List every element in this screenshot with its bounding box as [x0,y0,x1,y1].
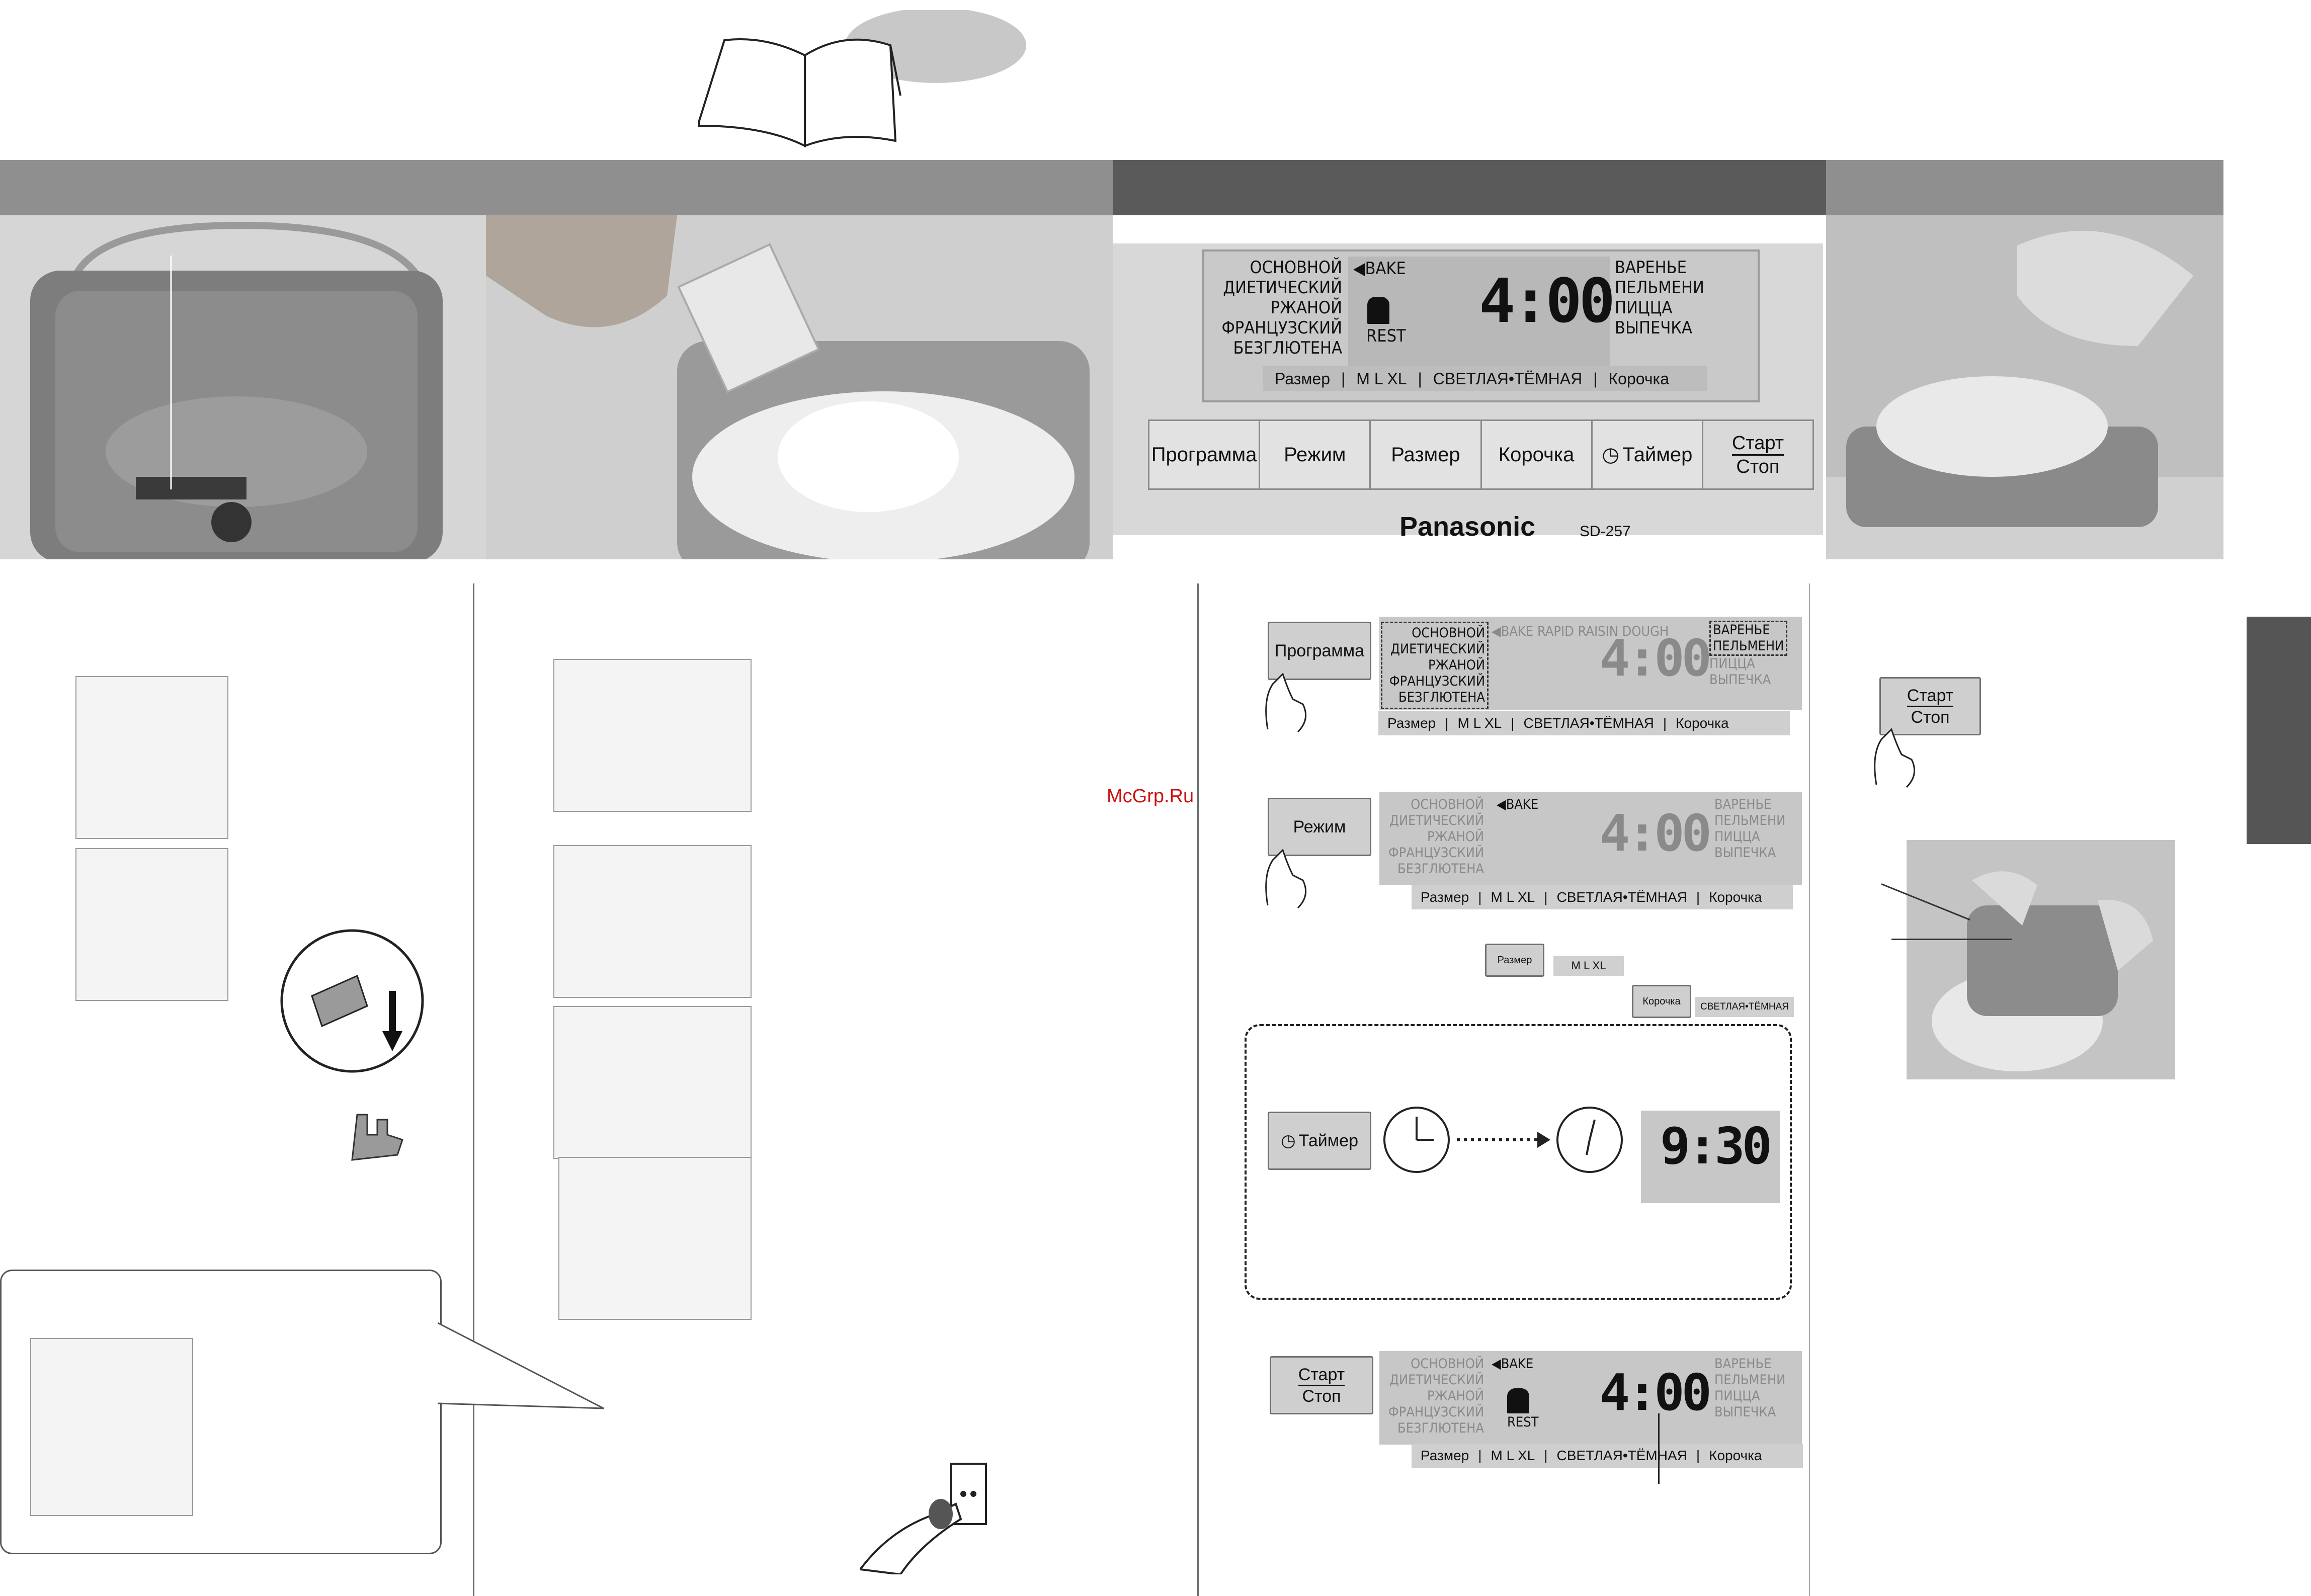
step-size-button[interactable]: Размер [1485,944,1544,977]
plug-socket-icon [860,1463,987,1574]
step-crust-button[interactable]: Корочка [1632,985,1691,1018]
drawing-add-yeast [553,659,752,812]
main-mode-bake: ◀BAKE [1353,259,1406,279]
clock-icon: ◷ [1602,444,1620,466]
main-crust-label: Корочка [1608,369,1670,388]
manual-book-icon [698,10,1026,148]
photo-pouring-water [486,215,1113,559]
photo-removing-bread [1826,215,2223,559]
step2-lcd [1379,792,1802,885]
photo-oven-mitts [1907,840,2175,1079]
bread-loaf-icon [1367,297,1389,324]
column-divider-2 [1197,583,1199,1596]
drawing-add-flour [553,845,752,998]
panel-program-button[interactable]: Программа [1149,421,1261,488]
brand-logo: Panasonic [1399,512,1536,542]
kneading-blade-icon [351,1114,403,1161]
step-timer-button[interactable]: ◷Таймер [1268,1112,1371,1170]
column-divider-3 [1809,583,1810,1596]
bread-loaf-icon [1507,1388,1529,1413]
side-tab [2247,617,2311,844]
panel-timer-button[interactable]: ◷Таймер [1593,421,1703,488]
timer-section [1245,1024,1792,1300]
pointer-line [1891,939,2012,940]
main-time: 4:00 [1479,267,1615,337]
step3-modes: ◀BAKE [1492,1356,1534,1372]
blade-detail-icon [280,929,424,1073]
drawing-insert-pan [558,1157,752,1320]
step-crust-indicator: СВЕТЛАЯ•ТЁМНАЯ [1695,997,1794,1017]
step3-rest: REST [1507,1414,1539,1430]
header-band-2 [1113,160,1826,215]
step-size-indicator: M L XL [1553,956,1624,976]
step1-indicator-row: Размер|M L XL|СВЕТЛАЯ•ТЁМНАЯ|Корочка [1378,711,1790,735]
header-band-3 [1826,160,2223,215]
panel-mode-button[interactable]: Режим [1260,421,1371,488]
main-lcd-screen [1348,257,1610,367]
step1-lcd [1379,617,1802,710]
header-band-1 [0,160,1113,215]
watermark: McGrp.Ru [1107,786,1194,807]
main-rest: REST [1366,326,1406,346]
photo-bread-pan [0,215,486,559]
step1-modes: ◀BAKE RAPID RAISIN DOUGH [1492,624,1669,639]
main-sizes: M L XL [1356,369,1407,388]
main-crust-shades: СВЕТЛАЯ•ТЁМНАЯ [1433,369,1583,388]
model-number: SD-257 [1580,523,1631,540]
drawing-attach-blade [75,848,228,1001]
step1-time: 4:00 [1600,629,1712,688]
column-divider-1 [473,583,474,1596]
step3-lcd [1379,1351,1802,1445]
timer-lcd [1641,1111,1780,1203]
pointing-hand-icon [1874,728,1916,788]
step2-time: 4:00 [1600,804,1712,863]
pointing-hand-icon [1265,849,1307,909]
timer-display: 9:30 [1660,1117,1772,1175]
clock-icon: ◷ [1280,1131,1296,1150]
step-mode-button[interactable]: Режим [1268,798,1371,856]
main-size-label: Размер [1275,369,1330,388]
callout-pointer [438,1322,604,1409]
step-program-button[interactable]: Программа [1268,622,1371,680]
step3-time: 4:00 [1600,1363,1712,1422]
pointer-line [1658,1413,1660,1484]
drawing-breadmaker-dispenser [30,1338,193,1516]
drawing-remove-pan [75,676,228,839]
panel-button-row: Программа Режим Размер Корочка ◷Таймер С… [1148,419,1814,490]
main-indicator-row: Размер | M L XL | СВЕТЛАЯ•ТЁМНАЯ | Короч… [1263,366,1707,391]
step2-modes: ◀BAKE [1497,797,1539,812]
drawing-add-water [553,1006,752,1159]
panel-crust-button[interactable]: Корочка [1482,421,1593,488]
step2-indicator-row: Размер|M L XL|СВЕТЛАЯ•ТЁМНАЯ|Корочка [1412,885,1793,909]
panel-size-button[interactable]: Размер [1371,421,1482,488]
step3-indicator-row: Размер|M L XL|СВЕТЛАЯ•ТЁМНАЯ|Корочка [1412,1444,1803,1468]
clock-before-icon [1383,1107,1623,1173]
pointing-hand-icon [1265,673,1307,733]
